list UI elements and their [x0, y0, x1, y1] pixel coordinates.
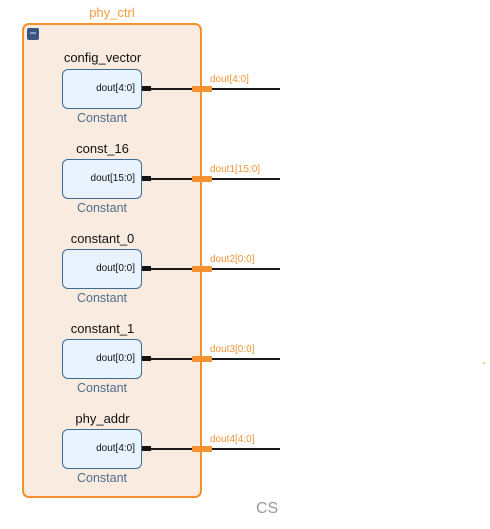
pin-stub[interactable]	[142, 86, 151, 91]
cell-pin-label: dout[4:0]	[96, 443, 135, 454]
cell-pin-label: dout[0:0]	[96, 263, 135, 274]
cell-type: Constant	[76, 111, 128, 125]
port-marker[interactable]	[192, 266, 212, 272]
port-marker[interactable]	[192, 446, 212, 452]
port-marker[interactable]	[192, 176, 212, 182]
pin-stub[interactable]	[142, 176, 151, 181]
constant-cell[interactable]: dout[0:0]	[62, 339, 142, 379]
port-label: dout1[15:0]	[210, 164, 261, 175]
port-label: dout[4:0]	[210, 74, 249, 85]
cell-type: Constant	[76, 291, 128, 305]
net-wire[interactable]	[151, 178, 280, 180]
cell-name: const_16	[76, 141, 129, 156]
constant-cell[interactable]: dout[4:0]	[62, 69, 142, 109]
constant-cell[interactable]: dout[15:0]	[62, 159, 142, 199]
footer-label: CS	[256, 500, 279, 517]
port-label: dout4[4:0]	[210, 434, 255, 445]
net-wire[interactable]	[151, 268, 280, 270]
pin-stub[interactable]	[142, 446, 151, 451]
pin-stub[interactable]	[142, 356, 151, 361]
net-wire[interactable]	[151, 358, 280, 360]
net-wire[interactable]	[151, 448, 280, 450]
cell-type: Constant	[76, 201, 128, 215]
net-wire[interactable]	[151, 88, 280, 90]
cell-name: constant_0	[70, 231, 135, 246]
cell-type: Constant	[76, 381, 128, 395]
port-label: dout2[0:0]	[210, 254, 255, 265]
constant-cell[interactable]: dout[0:0]	[62, 249, 142, 289]
cell-pin-label: dout[15:0]	[90, 173, 135, 184]
stray-dot	[483, 362, 485, 364]
collapse-button[interactable]: −	[27, 27, 39, 40]
hierarchy-title: phy_ctrl	[89, 5, 135, 20]
pin-stub[interactable]	[142, 266, 151, 271]
cell-name: phy_addr	[75, 411, 130, 426]
cell-pin-label: dout[0:0]	[96, 353, 135, 364]
cell-pin-label: dout[4:0]	[96, 83, 135, 94]
cell-name: config_vector	[63, 50, 142, 65]
cell-name: constant_1	[70, 321, 135, 336]
port-marker[interactable]	[192, 86, 212, 92]
constant-cell[interactable]: dout[4:0]	[62, 429, 142, 469]
port-label: dout3[0:0]	[210, 344, 255, 355]
port-marker[interactable]	[192, 356, 212, 362]
cell-type: Constant	[76, 471, 128, 485]
